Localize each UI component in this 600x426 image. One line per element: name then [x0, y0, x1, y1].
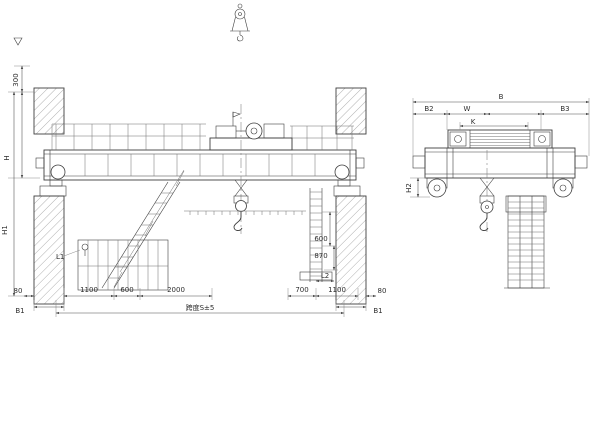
trolley-side [447, 129, 553, 149]
dim-label-L2: L2 [321, 272, 329, 280]
main-hook-assembly [233, 104, 249, 234]
end-truck-wheel-left [50, 164, 66, 180]
buffer-side-left [412, 155, 426, 169]
dim-label-80-left: 80 [14, 287, 23, 295]
dim-label-span: 跨度S±5 [186, 303, 215, 312]
dim-label-1100-left: 1100 [80, 286, 98, 294]
dim-label-B3: B3 [560, 105, 569, 113]
level-symbol [13, 37, 23, 46]
girder-section [412, 147, 588, 179]
left-support-column [33, 87, 67, 305]
access-stairs [101, 169, 185, 289]
dim-label-700: 700 [295, 286, 308, 294]
gearbox [263, 123, 285, 139]
dim-label-H1: H1 [1, 225, 9, 235]
dim-label-B1-left: B1 [15, 307, 24, 315]
rail-right [337, 179, 351, 187]
maintenance-ladder [299, 188, 333, 282]
service-platform [63, 239, 169, 291]
dim-label-80-right: 80 [378, 287, 387, 295]
dim-label-H2: H2 [405, 183, 413, 193]
stair-handrail [119, 169, 185, 273]
girder-stiffeners [84, 154, 316, 176]
dim-label-600-left: 600 [120, 286, 133, 294]
hook-sheave [235, 200, 247, 212]
buffer-left [35, 157, 45, 169]
dimensions-side: B B2 W B3 K H2 [405, 93, 590, 198]
platform-hoist [81, 243, 89, 251]
l1-leader [63, 249, 81, 257]
dim-label-870: 870 [314, 252, 327, 260]
dim-label-B: B [499, 93, 504, 101]
top-hook-detail [230, 3, 250, 42]
runway-beam-left [39, 185, 67, 197]
dim-label-B1-right: B1 [373, 307, 382, 315]
front-view: 300 H H1 L1 1100 600 2000 跨度S±5 [1, 3, 387, 317]
flag-marker [232, 111, 241, 118]
festoon-line [184, 210, 306, 215]
dim-label-H: H [3, 155, 11, 160]
buffer-side-right [574, 155, 588, 169]
bridge-girder [35, 149, 365, 181]
end-carriage-wheels [426, 177, 574, 198]
dim-label-W: W [464, 105, 471, 113]
trolley [209, 111, 293, 151]
railing-left [51, 123, 206, 150]
hoist-motor [215, 125, 237, 139]
hook [233, 212, 243, 231]
end-truck-wheel-right [334, 164, 350, 180]
dim-label-L1: L1 [56, 253, 64, 261]
rope-drum [245, 122, 263, 140]
buffer-right [355, 157, 365, 169]
dim-label-300: 300 [12, 73, 20, 86]
ladder-side [504, 195, 550, 289]
runway-beam-right [333, 185, 361, 197]
dimensions-front: 300 H H1 L1 1100 600 2000 跨度S±5 [1, 65, 387, 317]
railing-right [290, 125, 354, 150]
side-view: B B2 W B3 K H2 [405, 93, 590, 289]
dim-label-B2: B2 [424, 105, 433, 113]
dim-label-600-right: 600 [314, 235, 327, 243]
dim-label-K: K [471, 118, 476, 126]
hook-side [479, 150, 495, 232]
right-support-column [333, 87, 367, 305]
rail-left [49, 179, 63, 187]
dim-label-2000: 2000 [167, 286, 185, 294]
dim-label-1100-right: 1100 [328, 286, 346, 294]
